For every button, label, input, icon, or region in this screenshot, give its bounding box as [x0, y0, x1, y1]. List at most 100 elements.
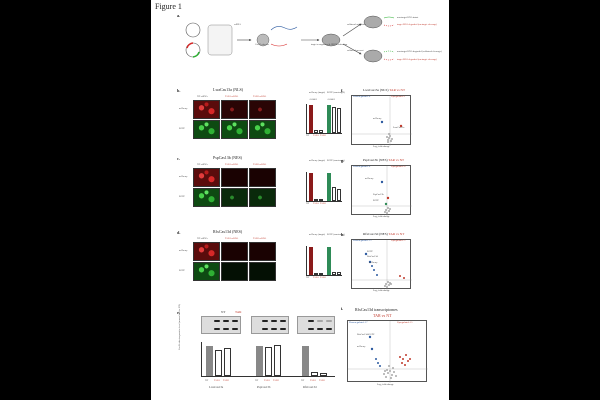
bar-b-mcherry-label: mCherry (target): [309, 91, 326, 94]
panel-label-e: e.: [177, 310, 180, 315]
panel-i-subtitle: TAR vs NT: [373, 313, 392, 318]
panel-e-header-tar: TAR: [235, 310, 242, 314]
bar-c-x-tar2: TAR2: [320, 202, 326, 205]
panel-label-g: g.: [341, 158, 345, 163]
panel-d-col-tar1: TAR1 crRNA: [225, 237, 239, 240]
band-rfx-nt: [308, 320, 314, 322]
micrograph-b-egfp-tar2: [249, 120, 276, 139]
bar-e-psp-tar1: [265, 347, 272, 376]
bar-c-x-nt: NT: [306, 202, 310, 205]
micrograph-d-mcherry-nt: [193, 242, 220, 261]
volcano-f-xlabel: Log₂ fold-change: [373, 145, 390, 148]
bar-d-mcherry-nt: [309, 247, 313, 275]
band-lwa-actin-tar1: [223, 328, 229, 330]
band-rfx-tar2: [326, 320, 332, 322]
bar-b-egfp-tar2: [337, 108, 341, 133]
volcano-f: [351, 95, 412, 146]
panel-d-row-mcherry: mCherry: [179, 249, 188, 252]
volcano-h-label-mcherry: mCherry: [369, 261, 378, 264]
band-psp-actin-nt: [262, 328, 268, 330]
panel-c-row-egfp: EGFP: [179, 195, 185, 198]
bar-c-x-tar1: TAR1: [313, 202, 319, 205]
arrow-4: [342, 43, 362, 55]
bar-e-x-lwa-nt: NT: [205, 379, 209, 382]
panel-b-col-nt: NT crRNA: [197, 95, 208, 98]
panel-b-row-mcherry: mCherry: [179, 107, 188, 110]
micrograph-c-egfp-tar1: [221, 188, 248, 207]
bar-c-mcherry-tar2: [319, 199, 323, 201]
panel-label-i: i.: [341, 306, 344, 311]
volcano-g: [351, 165, 412, 216]
bar-e-psp-tar2: [274, 345, 281, 376]
panel-d-row-egfp: EGFP: [179, 269, 185, 272]
panel-h-title-main: RfxCas13d (NES): [363, 232, 388, 236]
bar-e-x-psp-tar2: TAR2: [273, 379, 279, 382]
volcano-i-down: Downregulated: 17: [349, 321, 368, 324]
bar-e-x-psp-nt: NT: [255, 379, 259, 382]
panel-b-col-tar2: TAR2 crRNA: [253, 95, 267, 98]
panel-h-title-cmp: TAR vs NT: [388, 232, 405, 236]
band-rfx-actin-tar1: [317, 328, 323, 330]
volcano-f-label-mcherry: mCherry: [373, 117, 382, 120]
band-rfx-actin-nt: [308, 328, 314, 330]
bar-c-egfp-nt: [327, 173, 331, 201]
label-nontarget-degraded: non-target RNA degraded (collateral clea…: [397, 50, 442, 53]
label-nontarget-intact: non-target RNA intact: [397, 16, 419, 19]
bar-e-rfx-tar1: [311, 372, 318, 376]
figure-page: Figure 1 a. crRNA Cas13 effector target …: [151, 0, 449, 400]
bar-e-lwa-tar1: [215, 350, 222, 376]
label-cas13-effector: Cas13 effector: [255, 43, 269, 46]
band-psp-actin-tar1: [271, 328, 277, 330]
bar-e-x-psp-tar1: TAR1: [264, 379, 270, 382]
bar-b-egfp-tar1: [332, 107, 336, 133]
bar-chart-e: [201, 342, 335, 377]
panel-a-schematic: [185, 15, 395, 63]
bar-c-mcherry-nt: [309, 173, 313, 201]
label-crrna: crRNA: [234, 23, 241, 26]
micrograph-d-mcherry-tar2: [249, 242, 276, 261]
bar-e-x-rfx-tar1: TAR1: [310, 379, 316, 382]
micrograph-b-egfp-tar1: [221, 120, 248, 139]
volcano-g-up: Upregulated: 0: [391, 165, 406, 168]
panel-d-col-tar2: TAR2 crRNA: [253, 237, 267, 240]
bar-chart-c: [306, 172, 342, 202]
western-blot-psp: [251, 316, 289, 334]
bar-e-lwa-nt: [206, 346, 213, 376]
label-target-recognition: target recognition & HEPN activation: [311, 43, 348, 46]
micrograph-d-egfp-nt: [193, 262, 220, 281]
panel-h-title: RfxCas13d (NES) TAR vs NT: [363, 232, 404, 236]
panel-e-group-lwa: LwaCas13a: [209, 385, 224, 389]
label-target-degraded-2: target RNA degraded (on-target cleavage): [397, 58, 438, 61]
bar-c-mcherry-tar1: [314, 199, 318, 201]
bar-e-x-rfx-nt: NT: [301, 379, 305, 382]
point-g-psp: [386, 196, 390, 200]
micrograph-d-egfp-tar2: [249, 262, 276, 281]
panel-e-ytitle: Cas13 effector protein level (normalized…: [178, 304, 181, 350]
micrograph-c-mcherry-tar2: [249, 168, 276, 187]
bar-e-rfx-tar2: [320, 373, 327, 376]
band-rfx-tar1: [317, 320, 323, 322]
panel-label-a: a.: [177, 13, 181, 18]
point-f-lwa: [399, 124, 403, 128]
volcano-i-plot: [348, 321, 428, 383]
label-target-degraded-1: target RNA degraded (on-target cleavage): [397, 23, 438, 26]
band-psp-nt: [262, 320, 268, 322]
panel-i-title: RfxCas13d transcriptomes: [355, 307, 398, 312]
bar-d-mcherry-tar1: [314, 273, 318, 275]
figure-title: Figure 1: [155, 2, 182, 11]
bar-b-mcherry-tar2: [319, 130, 323, 133]
volcano-g-down: Downregulated: 0: [353, 165, 371, 168]
bar-c-egfp-tar1: [332, 187, 336, 201]
volcano-h-up: Upregulated: 3: [391, 239, 406, 242]
panel-g-title: PspCas13b (NES) TAR vs NT: [363, 158, 404, 162]
activated-cas13: [321, 33, 341, 47]
band-psp-actin-tar2: [280, 328, 286, 330]
outcome-bottom: [363, 49, 383, 63]
volcano-f-plot: [352, 96, 412, 146]
band-lwa-actin-tar2: [232, 328, 238, 330]
panel-label-b: b.: [177, 88, 181, 93]
panel-g-title-cmp: TAR vs NT: [388, 158, 405, 162]
bar-b-x-nt: NT: [306, 134, 310, 137]
panel-c-title: PspCas13b (NES): [213, 155, 243, 160]
panel-f-title-cmp: TAR vs NT: [389, 88, 406, 92]
